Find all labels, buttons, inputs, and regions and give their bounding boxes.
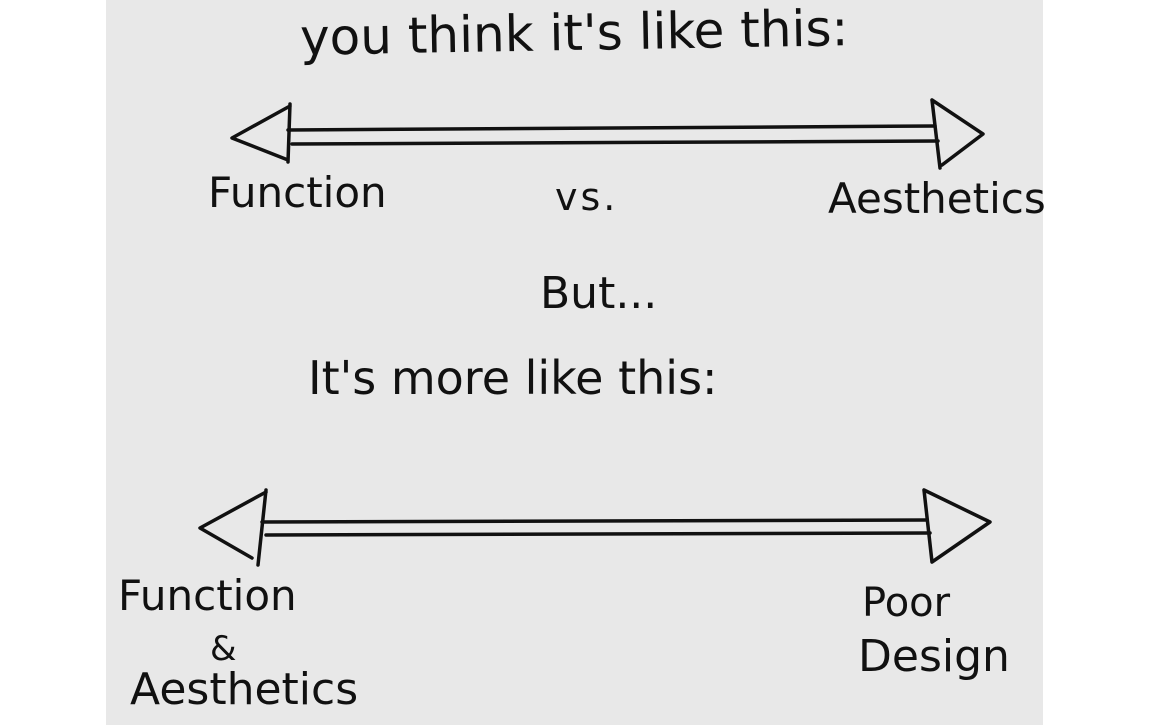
- spectrum-two-left-label-line2: Aesthetics: [130, 664, 359, 715]
- bottom-arrow-shaft-lower: [264, 531, 932, 537]
- spectrum-two-left-label-line1: Function: [118, 571, 297, 620]
- top-double-arrow: [230, 98, 985, 170]
- bottom-double-arrow: [198, 488, 992, 567]
- spectrum-one-middle-label: vs.: [555, 175, 619, 219]
- top-arrow-shaft-upper: [286, 124, 937, 132]
- spectrum-two-left-label-amp: &: [210, 629, 237, 669]
- top-arrow-right-head: [930, 98, 985, 170]
- spectrum-one-right-label: Aesthetics: [828, 174, 1046, 223]
- top-caption: you think it's like this:: [299, 0, 849, 67]
- transition-text: But...: [540, 268, 658, 319]
- top-arrow-left-head: [230, 102, 292, 164]
- spectrum-one-left-label: Function: [208, 168, 387, 217]
- spectrum-two-right-label-line2: Design: [858, 631, 1010, 682]
- top-arrow-shaft-lower: [290, 139, 940, 146]
- bottom-arrow-right-head: [922, 488, 992, 564]
- spectrum-two-right-label-line1: Poor: [862, 580, 951, 626]
- bottom-arrow-shaft-upper: [260, 518, 928, 524]
- bottom-arrow-left-head: [198, 488, 268, 567]
- bottom-caption: It's more like this:: [308, 351, 718, 405]
